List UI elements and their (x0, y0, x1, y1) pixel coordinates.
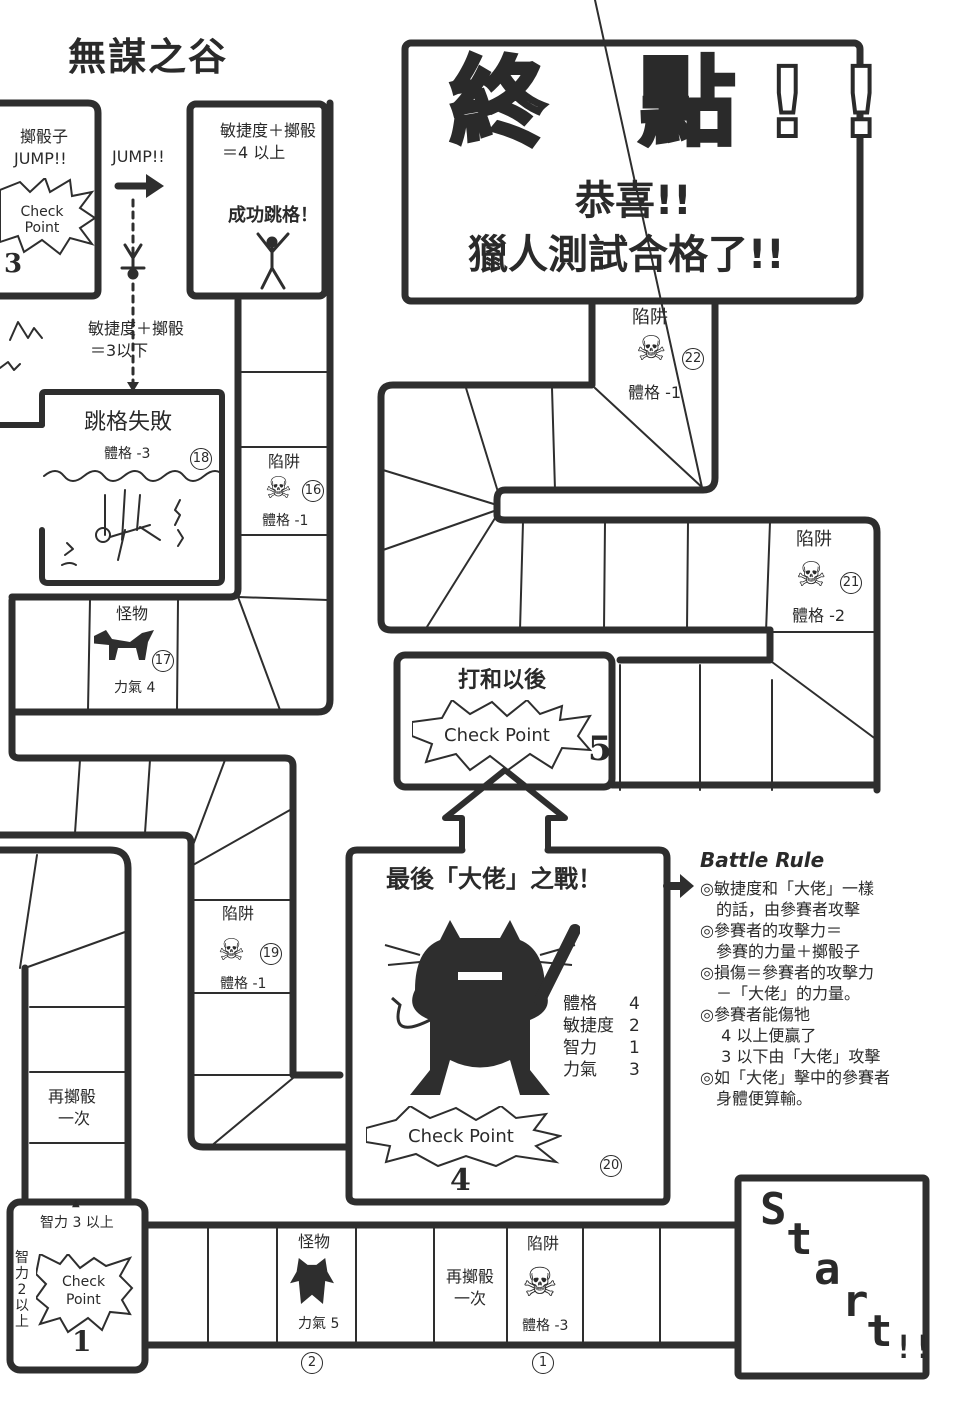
square-21-number: 21 (840, 572, 862, 594)
boss-monster-icon (384, 920, 580, 1095)
starburst-icon (412, 700, 592, 772)
skull-icon: ☠ (265, 471, 292, 506)
cp3-roll-label: 擲骰子 (20, 127, 69, 146)
square-18-title: 跳格失敗 (84, 410, 173, 435)
square-19-number: 19 (260, 943, 282, 965)
battle-rule-line: 參賽的力量＋擲骰子 (700, 942, 861, 961)
square-19-type: 陷阱 (222, 904, 255, 923)
square-18-effect: 體格 -3 (104, 446, 151, 462)
jump-arrow-label: JUMP!! (112, 147, 165, 166)
square-1-number: 1 (532, 1352, 554, 1374)
starburst-icon (0, 178, 96, 256)
reroll-square-label-1: 再擲骰 (48, 1087, 97, 1106)
square-16-number: 16 (302, 480, 324, 502)
square-1-effect: 體格 -3 (522, 1318, 569, 1334)
square-1-type: 陷阱 (527, 1234, 560, 1253)
cp4-number: 4 (450, 1163, 471, 1198)
battle-rule-line: 身體便算輸。 (700, 1089, 813, 1108)
skull-icon: ☠ (522, 1260, 558, 1306)
battle-rule-line: 的話，由參賽者攻擊 (700, 900, 861, 919)
jump-success-condition-1: 敏捷度＋擲骰 (220, 121, 317, 140)
square-16-effect: 體格 -1 (262, 513, 309, 529)
cp3-number: 3 (4, 249, 23, 279)
square-2-type: 怪物 (298, 1232, 331, 1251)
battle-rule-line: 4 以上便贏了 (700, 1026, 817, 1045)
square-2-effect: 力氣 5 (298, 1316, 340, 1332)
start-square: S t a r t !! (760, 1184, 933, 1366)
square-19-effect: 體格 -1 (220, 976, 267, 992)
square-21-effect: 體格 -2 (792, 606, 846, 625)
skull-icon: ☠ (218, 933, 245, 968)
starburst-icon (36, 1254, 134, 1334)
square-22-effect: 體格 -1 (628, 383, 682, 402)
square-16-type: 陷阱 (268, 452, 301, 471)
square-17-effect: 力氣 4 (114, 680, 156, 696)
jump-success-condition-2: ＝4 以上 (222, 143, 286, 162)
cp1-int3-label: 智力 3 以上 (40, 1215, 114, 1231)
square-17-type: 怪物 (116, 604, 149, 623)
skull-icon: ☠ (636, 329, 667, 369)
boss-title: 最後「大佬」之戰！ (386, 865, 602, 893)
reroll-square-label-2: 一次 (58, 1109, 91, 1128)
cp5-number: 5 (588, 729, 612, 769)
battle-rule-line: ◎參賽者的攻擊力＝ (700, 921, 842, 940)
battle-rule-line: ◎參賽者能傷牠 (700, 1005, 810, 1024)
square-17-number: 17 (152, 650, 174, 672)
skull-icon: ☠ (796, 555, 827, 595)
battle-rule-list: ◎敏捷度和「大佬」一樣 的話，由參賽者攻擊 ◎參賽者的攻擊力＝ 參賽的力量＋擲骰… (700, 878, 890, 1109)
jump-fail-condition-1: 敏捷度＋擲骰 (88, 319, 185, 338)
cp1-checkpoint-label-2: Point (66, 1292, 101, 1308)
cp5-checkpoint-label: Check Point (444, 725, 550, 746)
square-22-number: 22 (682, 348, 704, 370)
cp1-checkpoint-label-1: Check (62, 1274, 106, 1290)
battle-rule-line: ◎如「大佬」擊中的參賽者 (700, 1068, 890, 1087)
square-20-number: 20 (600, 1155, 622, 1177)
battle-rule-line: ◎敏捷度和「大佬」一樣 (700, 879, 874, 898)
battle-rule-title: Battle Rule (700, 848, 825, 872)
battle-rule-line: ◎損傷＝參賽者的攻擊力 (700, 963, 874, 982)
finish-passed: 獵人測試合格了!! (468, 232, 785, 278)
jump-success-text: 成功跳格！ (228, 205, 318, 226)
reroll-square-label-2: 一次 (454, 1289, 487, 1308)
starburst-icon (366, 1106, 562, 1168)
cp3-jump-label: JUMP!! (14, 149, 67, 168)
square-22-type: 陷阱 (632, 307, 668, 328)
boss-checkpoint-label: Check Point (408, 1126, 514, 1147)
finish-congrats: 恭喜!! (575, 178, 692, 224)
cp3-checkpoint-label: Check Point (20, 204, 64, 237)
page-title: 無謀之谷 (68, 35, 229, 79)
jump-fail-condition-2: ＝3以下 (90, 341, 149, 360)
battle-rule-line: 3 以下由「大佬」攻擊 (700, 1047, 881, 1066)
reroll-square-label-1: 再擲骰 (446, 1267, 495, 1286)
cp1-int2-label: 智力2以上 (15, 1250, 29, 1330)
finish-heading: 終 點!! (448, 46, 913, 161)
cp5-title: 打和以後 (458, 668, 547, 693)
square-2-number: 2 (301, 1352, 323, 1374)
up-arrow-icon: ▲ (72, 1198, 80, 1209)
cp1-number: 1 (72, 1325, 92, 1358)
square-21-type: 陷阱 (796, 529, 832, 550)
battle-rule-line: －「大佬」的力量。 (700, 984, 861, 1003)
square-18-number: 18 (190, 448, 212, 470)
